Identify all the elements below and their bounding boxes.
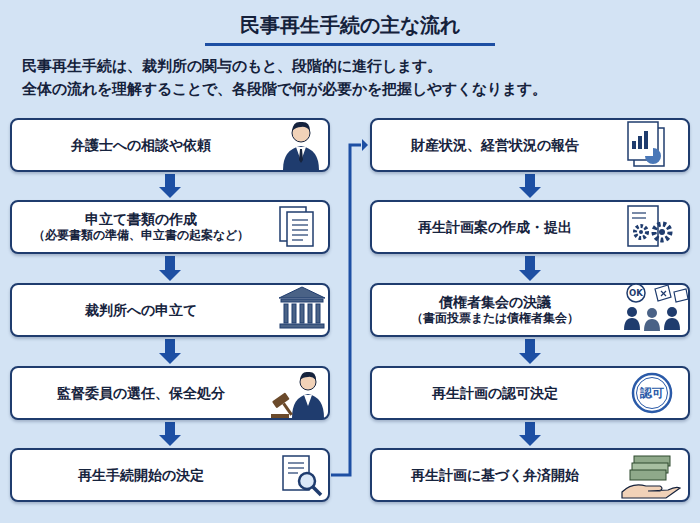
- process-box: 弁護士への相談や依頼: [10, 118, 330, 172]
- process-box: 監督委員の選任、保全処分: [10, 366, 330, 420]
- box-text: 弁護士への相談や依頼: [20, 120, 262, 170]
- arrow-shaft: [165, 339, 175, 353]
- flow-arrow: [519, 422, 541, 446]
- arrow-shaft: [165, 422, 175, 435]
- arrow-shaft: [525, 339, 535, 353]
- lawyer-icon: [283, 122, 319, 170]
- flow-arrow: [519, 256, 541, 281]
- plan-icon: [628, 206, 670, 246]
- step-text: 監督委員の選任、保全処分: [57, 384, 225, 402]
- step-text: 債権者集会の決議: [439, 293, 551, 311]
- arrow-head: [519, 270, 541, 281]
- process-box: 申立て書類の作成（必要書類の準備、申立書の起案など）: [10, 200, 330, 254]
- box-text: 再生計画に基づく弁済開始: [380, 450, 610, 500]
- box-text: 裁判所への申立て: [20, 285, 262, 335]
- box-text: 再生計画の認可決定: [380, 368, 610, 418]
- process-box: 裁判所への申立て: [10, 283, 330, 337]
- step-text: 申立て書類の作成: [85, 210, 197, 228]
- process-box: 再生計画に基づく弁済開始: [370, 448, 690, 502]
- underline-bar: [205, 43, 495, 46]
- box-text: 再生手続開始の決定: [20, 450, 262, 500]
- step-text: 再生計画案の作成・提出: [418, 218, 572, 236]
- arrow-head: [159, 270, 181, 281]
- flow-arrow: [159, 256, 181, 281]
- flow-arrow: [519, 174, 541, 198]
- step-text: 弁護士への相談や依頼: [71, 136, 211, 154]
- arrow-head: [519, 187, 541, 198]
- arrow-head: [362, 139, 368, 151]
- intro-text: 民事再生手続は、裁判所の関与のもと、段階的に進行します。: [22, 57, 442, 76]
- flow-arrow: [519, 339, 541, 364]
- arrow-shaft: [525, 422, 535, 435]
- arrow-head: [519, 353, 541, 364]
- step-note: （書面投票または債権者集会）: [411, 311, 579, 327]
- payment-icon: [622, 456, 680, 498]
- courthouse-icon: [279, 287, 325, 328]
- flow-arrow: [159, 422, 181, 446]
- box-text: 再生計画案の作成・提出: [380, 202, 610, 252]
- flow-arrow: [331, 139, 368, 475]
- box-text: 監督委員の選任、保全処分: [20, 368, 262, 418]
- step-text: 再生計画に基づく弁済開始: [411, 466, 579, 484]
- step-text: 再生計画の認可決定: [432, 384, 558, 402]
- arrow-head: [159, 187, 181, 198]
- review-icon: [283, 456, 321, 495]
- arrow-head: [159, 435, 181, 446]
- arrow-shaft: [525, 256, 535, 270]
- flow-arrow: [159, 339, 181, 364]
- vote-icon: [624, 284, 688, 331]
- icon-text: 認可: [640, 385, 664, 402]
- step-text: 再生手続開始の決定: [78, 466, 204, 484]
- documents-icon: [280, 207, 313, 246]
- arrow-shaft: [165, 256, 175, 270]
- box-text: 債権者集会の決議（書面投票または債権者集会）: [380, 285, 610, 335]
- report-icon: [628, 122, 664, 166]
- intro-text: 全体の流れを理解することで、各段階で何が必要かを把握しやすくなります。: [22, 80, 547, 99]
- flow-arrow: [159, 174, 181, 198]
- arrow-shaft: [525, 174, 535, 187]
- arrow-shaft: [165, 174, 175, 187]
- step-text: 財産状況、経営状況の報告: [411, 136, 579, 154]
- box-text: 申立て書類の作成（必要書類の準備、申立書の起案など）: [20, 202, 262, 252]
- arrow-head: [159, 353, 181, 364]
- icon-text: OK: [629, 288, 643, 298]
- supervisor-icon: [271, 372, 324, 420]
- process-box: 再生計画案の作成・提出: [370, 200, 690, 254]
- step-text: 裁判所への申立て: [85, 301, 197, 319]
- arrow-head: [519, 435, 541, 446]
- diagram-title: 民事再生手続の主な流れ: [240, 12, 460, 39]
- process-box: 再生手続開始の決定: [10, 448, 330, 502]
- step-note: （必要書類の準備、申立書の起案など）: [33, 228, 249, 244]
- box-text: 財産状況、経営状況の報告: [380, 120, 610, 170]
- connector-line: [331, 145, 361, 475]
- stamp-icon: [633, 374, 671, 412]
- process-box: 財産状況、経営状況の報告: [370, 118, 690, 172]
